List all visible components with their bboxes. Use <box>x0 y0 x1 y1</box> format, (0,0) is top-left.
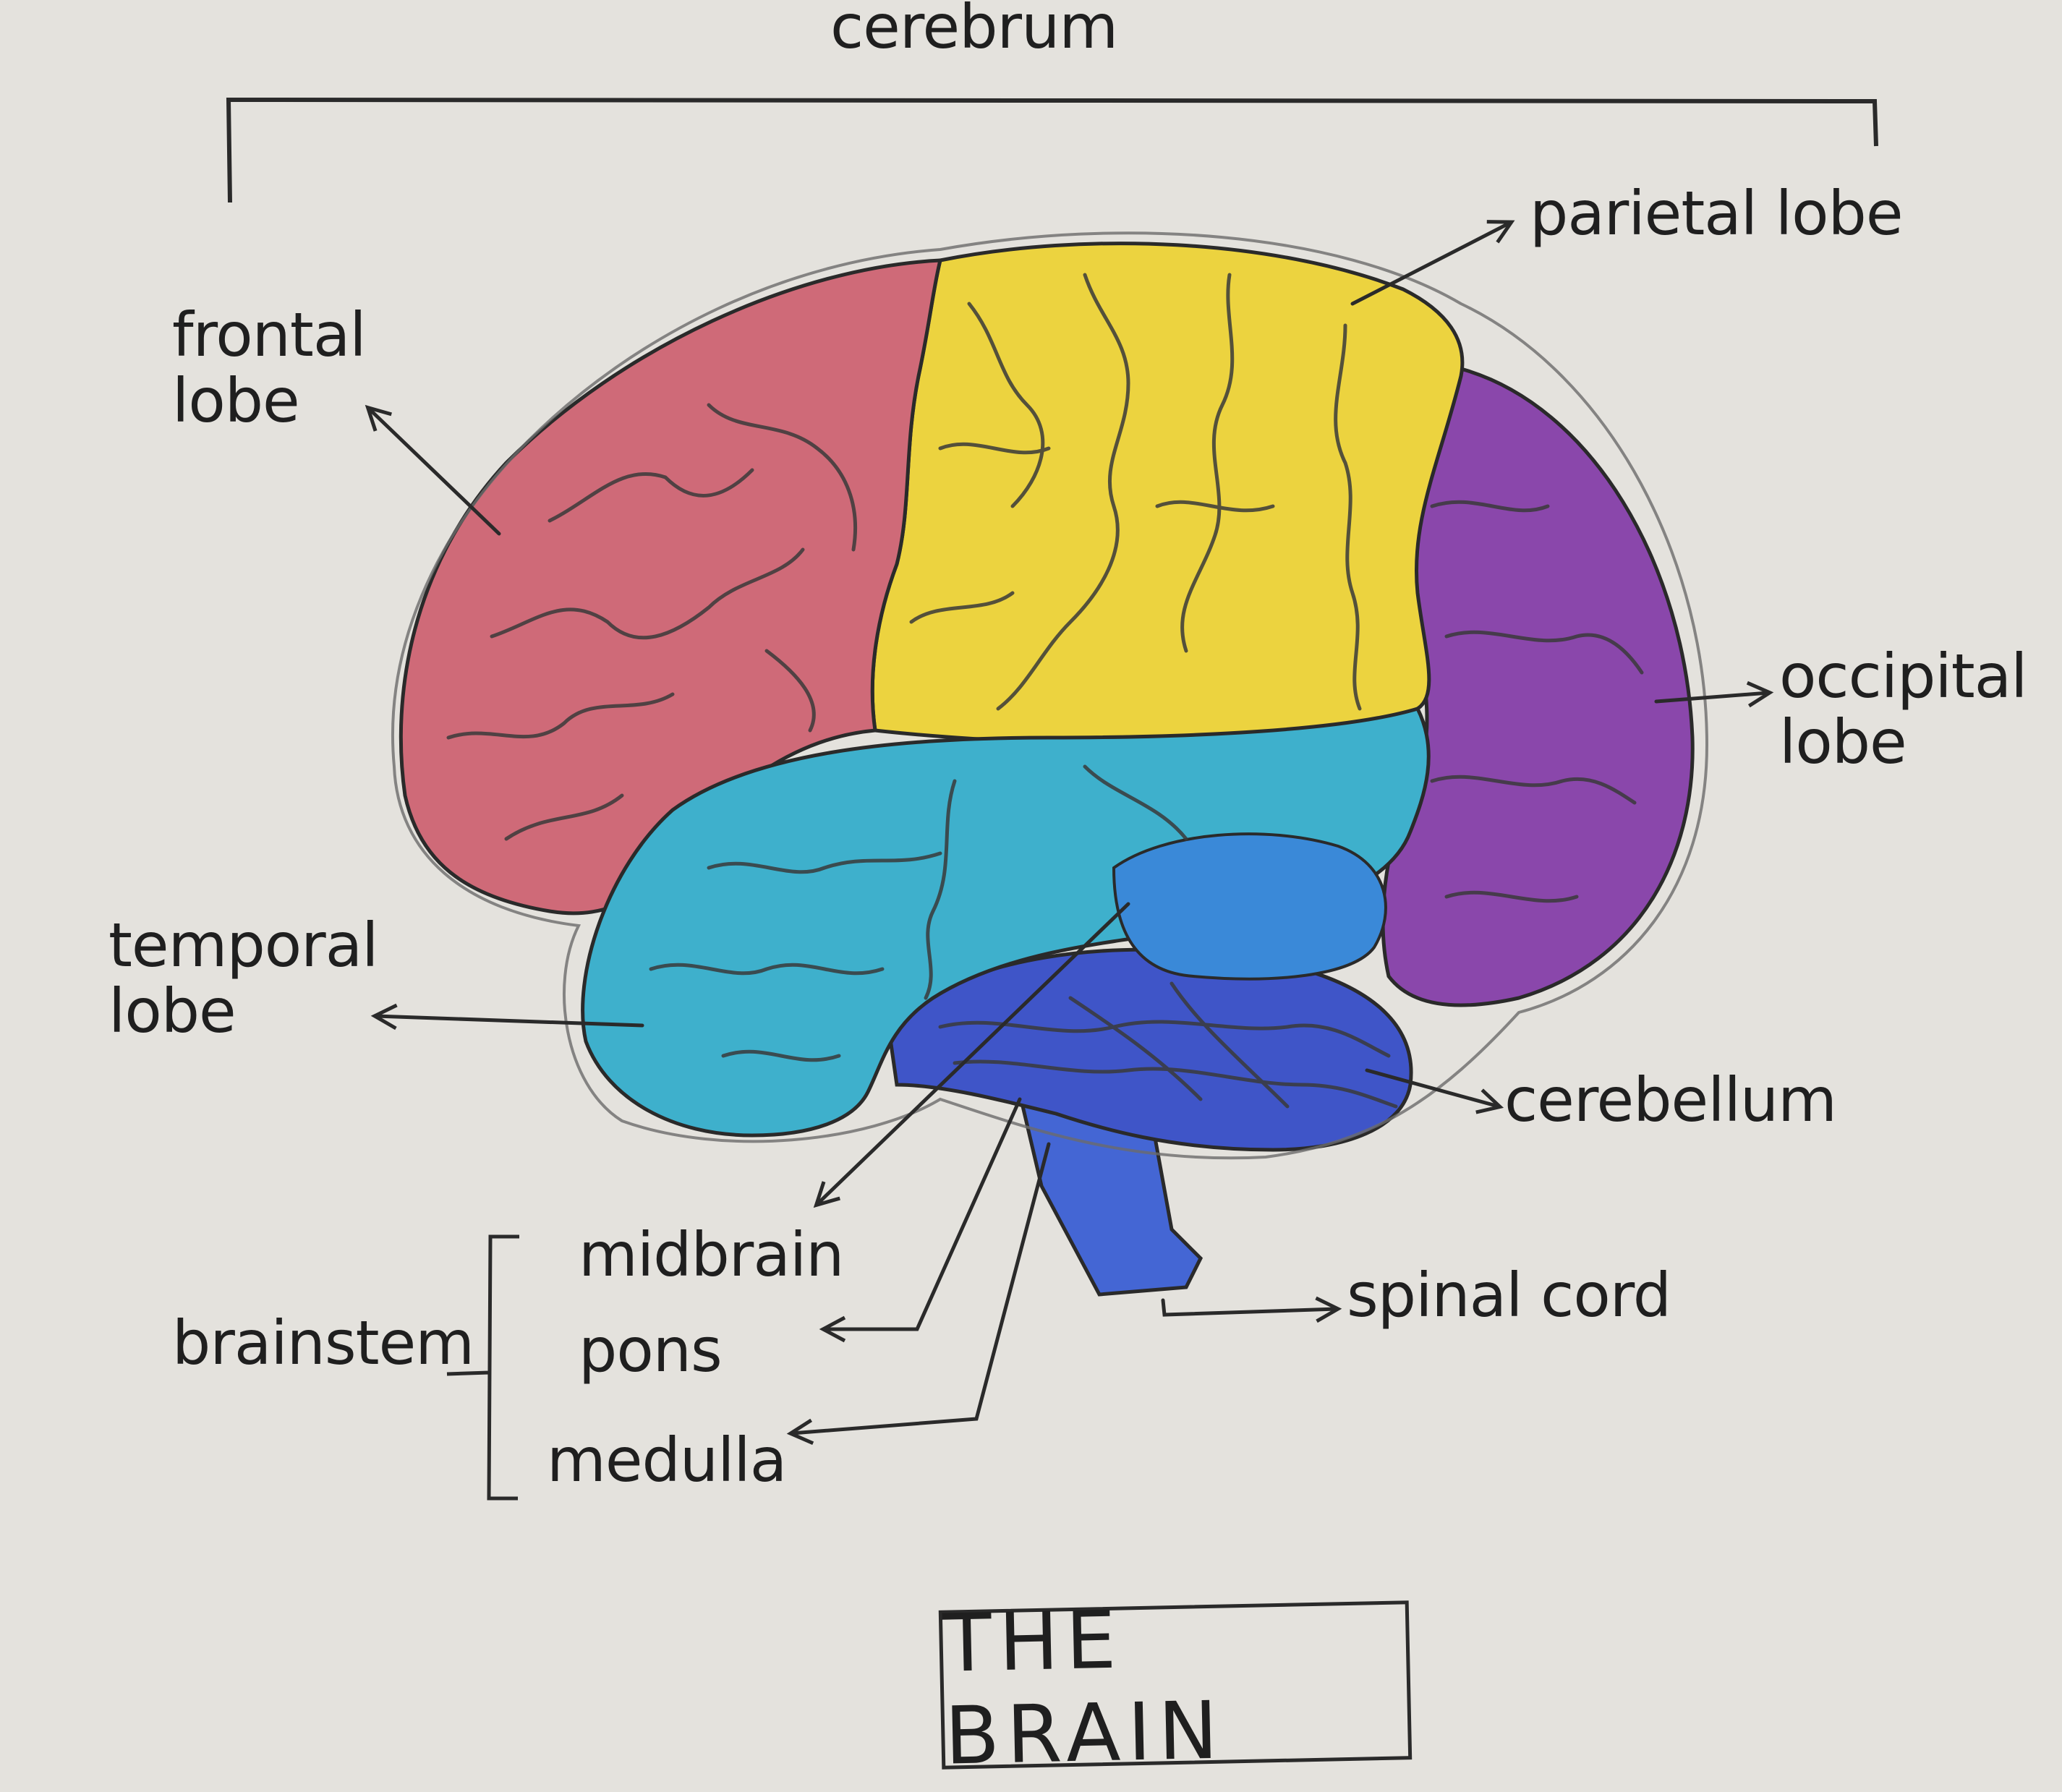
temporal-lobe-arrow <box>370 1003 644 1031</box>
medulla-label: medulla <box>547 1425 787 1496</box>
pons-arrow <box>819 1097 1022 1343</box>
cerebellum-arrow <box>1365 1068 1504 1114</box>
parietal-lobe-region <box>870 242 1465 747</box>
cerebrum-label: cerebrum <box>830 0 1118 62</box>
parietal-lobe-label: parietal lobe <box>1530 178 1904 249</box>
pons-label: pons <box>579 1315 723 1386</box>
brain-folds <box>446 273 1644 1109</box>
spinal-cord-label: spinal cord <box>1347 1260 1671 1331</box>
parietal-lobe-arrow <box>1350 220 1515 306</box>
brain-outline <box>391 231 1709 1160</box>
midbrain-label: midbrain <box>579 1219 844 1290</box>
cerebellum-label: cerebellum <box>1504 1064 1837 1135</box>
brainstem-bracket <box>446 1234 519 1501</box>
frontal-lobe-arrow <box>365 404 501 536</box>
occipital-lobe-arrow <box>1654 680 1774 708</box>
brainstem-label: brainstem <box>172 1307 474 1378</box>
midbrain-region <box>1112 832 1387 981</box>
medulla-arrow <box>786 1142 1051 1446</box>
midbrain-arrow <box>813 902 1130 1208</box>
diagram-title: THE BRAIN <box>942 1593 1227 1783</box>
title-box: THE BRAIN <box>938 1594 1413 1783</box>
spinal-cord-arrow <box>1161 1296 1342 1323</box>
leader-arrows <box>365 220 1774 1446</box>
occipital-lobe-label: occipital lobe <box>1779 641 2028 777</box>
frontal-lobe-label: frontal lobe <box>172 299 367 436</box>
cerebrum-bracket <box>226 97 1878 203</box>
temporal-lobe-label: temporal lobe <box>108 910 379 1046</box>
